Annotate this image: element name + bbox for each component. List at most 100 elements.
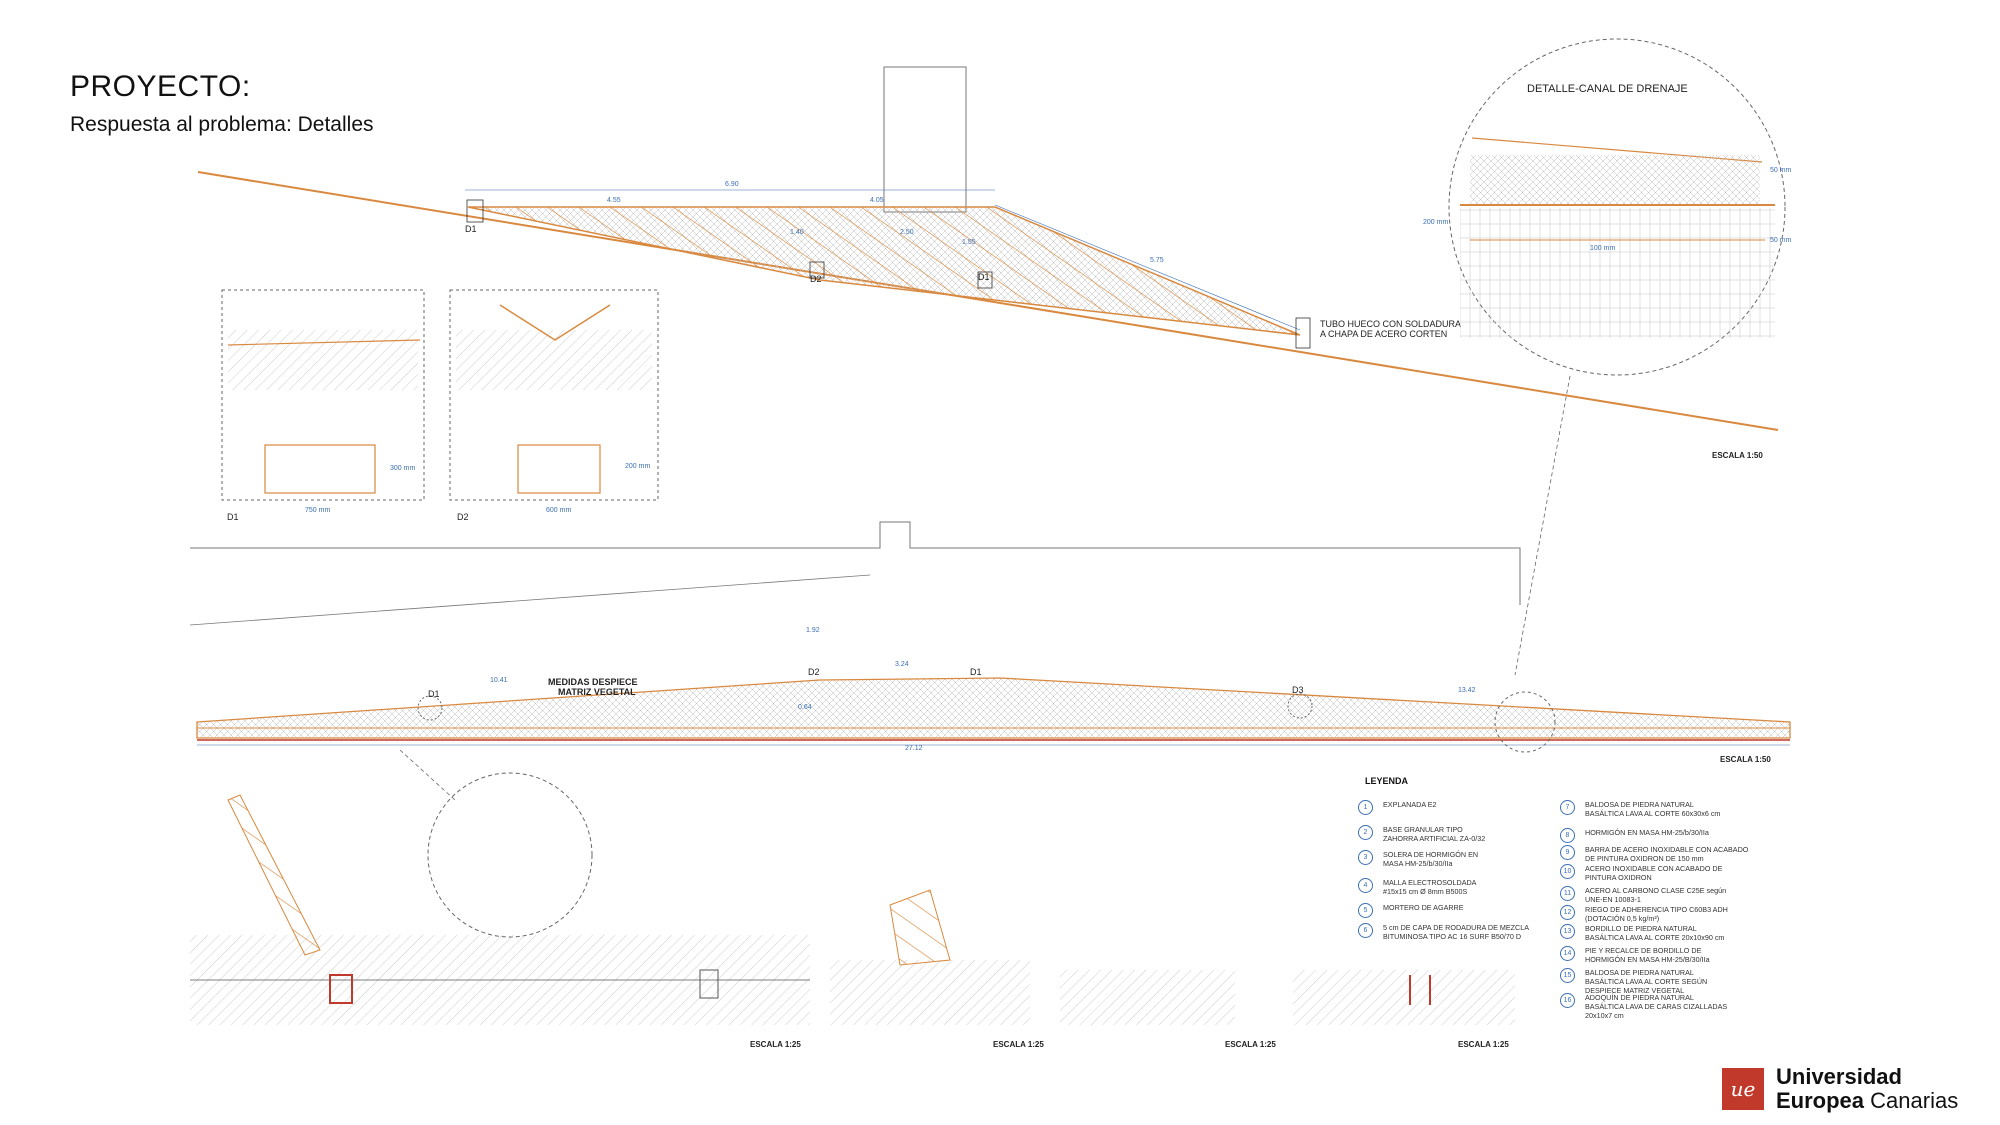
legend-item: 2 BASE GRANULAR TIPO ZAHORRA ARTIFICIAL Z… xyxy=(1358,825,1558,843)
dim-label: 0.64 xyxy=(798,704,812,711)
legend-number: 1 xyxy=(1358,800,1373,815)
dim-label: 600 mm xyxy=(546,507,571,514)
legend-number: 12 xyxy=(1560,905,1575,920)
legend-text: PIE Y RECALCE DE BORDILLO DE HORMIGÓN EN… xyxy=(1585,946,1710,964)
dim-label: 6.90 xyxy=(725,181,739,188)
legend-number: 4 xyxy=(1358,878,1373,893)
logo-mark: ue xyxy=(1722,1068,1764,1110)
legend-text: MORTERO DE AGARRE xyxy=(1383,903,1464,912)
logo-line-1: Universidad xyxy=(1776,1064,1902,1089)
dim-label: 27.12 xyxy=(905,745,923,752)
dim-label: 100 mm xyxy=(1590,245,1615,252)
dim-label: 50 mm xyxy=(1770,167,1792,174)
legend-item: 1 EXPLANADA E2 xyxy=(1358,800,1558,815)
elevation: MEDIDAS DESPIECE MATRIZ VEGETAL D1 D2 D1… xyxy=(189,521,1791,938)
legend-text: ADOQUÍN DE PIEDRA NATURAL BASÁLTICA LAVA… xyxy=(1585,993,1728,1020)
dim-label: 200 mm xyxy=(625,463,650,470)
plate-d1-label: D1 xyxy=(227,512,239,522)
legend-item: 5 MORTERO DE AGARRE xyxy=(1358,903,1558,918)
legend-number: 13 xyxy=(1560,924,1575,939)
legend-text: BALDOSA DE PIEDRA NATURAL BASÁLTICA LAVA… xyxy=(1585,968,1708,995)
marker-d3: D3 xyxy=(1292,685,1304,695)
drainage-detail: DETALLE-CANAL DE DRENAJE 50 mm 200 mm 50… xyxy=(1423,38,1792,676)
elevation-label-line: MATRIZ VEGETAL xyxy=(558,687,636,697)
legend-number: 16 xyxy=(1560,993,1575,1008)
legend-text: HORMIGÓN EN MASA HM-25/b/30/IIa xyxy=(1585,828,1709,837)
legend-item: 8 HORMIGÓN EN MASA HM-25/b/30/IIa xyxy=(1560,828,1760,843)
legend-number: 11 xyxy=(1560,886,1575,901)
marker-d1: D1 xyxy=(970,667,982,677)
legend-number: 14 xyxy=(1560,946,1575,961)
legend-title: LEYENDA xyxy=(1365,776,1409,786)
legend-number: 10 xyxy=(1560,864,1575,879)
logo-word: Canarias xyxy=(1870,1088,1959,1113)
legend-text: RIEGO DE ADHERENCIA TIPO C60B3 ADH (DOTA… xyxy=(1585,905,1728,923)
dim-label: 50 mm xyxy=(1770,237,1792,244)
legend-number: 8 xyxy=(1560,828,1575,843)
tube-note: TUBO HUECO CON SOLDADURA A CHAPA DE ACER… xyxy=(1320,319,1463,339)
marker-d1: D1 xyxy=(978,272,990,282)
legend-text: 5 cm DE CAPA DE RODADURA DE MEZCLA BITUM… xyxy=(1383,923,1530,941)
legend-item: 3 SOLERA DE HORMIGÓN EN MASA HM-25/b/30/I… xyxy=(1358,850,1558,868)
plate-d2-label: D2 xyxy=(457,512,469,522)
elevation-label: MEDIDAS DESPIECE MATRIZ VEGETAL xyxy=(548,677,640,697)
page-title: PROYECTO: xyxy=(70,70,251,103)
page-subtitle: Respuesta al problema: Detalles xyxy=(70,113,374,136)
legend-item: 9 BARRA DE ACERO INOXIDABLE CON ACABADO D… xyxy=(1560,845,1760,863)
dim-label: 4.55 xyxy=(607,197,621,204)
legend-text: BARRA DE ACERO INOXIDABLE CON ACABADO DE… xyxy=(1585,845,1749,863)
legend-text: MALLA ELECTROSOLDADA #15x15 cm Ø 8mm B50… xyxy=(1383,878,1477,896)
marker-d1: D1 xyxy=(428,689,440,699)
scale-label: ESCALA 1:25 xyxy=(993,1040,1044,1049)
legend-number: 5 xyxy=(1358,903,1373,918)
legend-item: 13 BORDILLO DE PIEDRA NATURAL BASÁLTICA L… xyxy=(1560,924,1760,942)
legend-item: 11 ACERO AL CARBONO CLASE C25E según UNE-… xyxy=(1560,886,1760,904)
legend-item: 10 ACERO INOXIDABLE CON ACABADO DE PINTUR… xyxy=(1560,864,1760,882)
dim-label: 13.42 xyxy=(1458,687,1476,694)
top-section: 6.90 4.55 4.05 1.40 2.50 1.55 5.75 D1 D2… xyxy=(197,66,1779,460)
legend-number: 2 xyxy=(1358,825,1373,840)
dim-label: 1.40 xyxy=(790,229,804,236)
legend-number: 15 xyxy=(1560,968,1575,983)
legend-text: SOLERA DE HORMIGÓN EN MASA HM-25/b/30/II… xyxy=(1383,850,1479,868)
legend-text: ACERO AL CARBONO CLASE C25E según UNE-EN… xyxy=(1585,886,1727,904)
elevation-label-line: MEDIDAS DESPIECE xyxy=(548,677,638,687)
legend-text: EXPLANADA E2 xyxy=(1383,800,1437,809)
logo-text: Universidad Europea Canarias xyxy=(1776,1065,1958,1113)
scale-label: ESCALA 1:50 xyxy=(1720,755,1771,764)
construction-sections: ESCALA 1:25 ESCALA 1:25 ESCALA 1:25 ESCA… xyxy=(190,794,1515,1049)
legend-item: 16 ADOQUÍN DE PIEDRA NATURAL BASÁLTICA LA… xyxy=(1560,993,1760,1020)
legend-text: BORDILLO DE PIEDRA NATURAL BASÁLTICA LAV… xyxy=(1585,924,1725,942)
legend-number: 7 xyxy=(1560,800,1575,815)
logo-word: Europea xyxy=(1776,1088,1865,1113)
dim-label: 4.05 xyxy=(870,197,884,204)
legend-number: 9 xyxy=(1560,845,1575,860)
scale-label: ESCALA 1:25 xyxy=(1225,1040,1276,1049)
legend-item: 12 RIEGO DE ADHERENCIA TIPO C60B3 ADH (DO… xyxy=(1560,905,1760,923)
marker-d2: D2 xyxy=(808,667,820,677)
legend-item: 7 BALDOSA DE PIEDRA NATURAL BASÁLTICA LAV… xyxy=(1560,800,1760,818)
detail-title: DETALLE-CANAL DE DRENAJE xyxy=(1527,83,1688,95)
legend-text: BASE GRANULAR TIPO ZAHORRA ARTIFICIAL ZA… xyxy=(1383,825,1486,843)
legend-number: 3 xyxy=(1358,850,1373,865)
scale-label: ESCALA 1:25 xyxy=(750,1040,801,1049)
legend-item: 14 PIE Y RECALCE DE BORDILLO DE HORMIGÓN … xyxy=(1560,946,1760,964)
legend-text: ACERO INOXIDABLE CON ACABADO DE PINTURA … xyxy=(1585,864,1723,882)
dim-label: 5.75 xyxy=(1150,257,1164,264)
university-logo: ue Universidad Europea Canarias xyxy=(1722,1065,1958,1113)
scale-label: ESCALA 1:50 xyxy=(1712,451,1763,460)
dim-label: 750 mm xyxy=(305,507,330,514)
marker-d2: D2 xyxy=(810,274,822,284)
legend-text: BALDOSA DE PIEDRA NATURAL BASÁLTICA LAVA… xyxy=(1585,800,1721,818)
legend-item: 15 BALDOSA DE PIEDRA NATURAL BASÁLTICA LA… xyxy=(1560,968,1760,995)
dim-label: 1.92 xyxy=(806,627,820,634)
dim-label: 2.50 xyxy=(900,229,914,236)
marker-d1: D1 xyxy=(465,224,477,234)
dim-label: 300 mm xyxy=(390,465,415,472)
plate-details: D1 D2 750 mm 300 mm 600 mm 200 mm xyxy=(221,289,659,522)
dim-label: 10.41 xyxy=(490,677,508,684)
legend-number: 6 xyxy=(1358,923,1373,938)
legend-item: 6 5 cm DE CAPA DE RODADURA DE MEZCLA BITU… xyxy=(1358,923,1558,941)
dim-label: 1.55 xyxy=(962,239,976,246)
